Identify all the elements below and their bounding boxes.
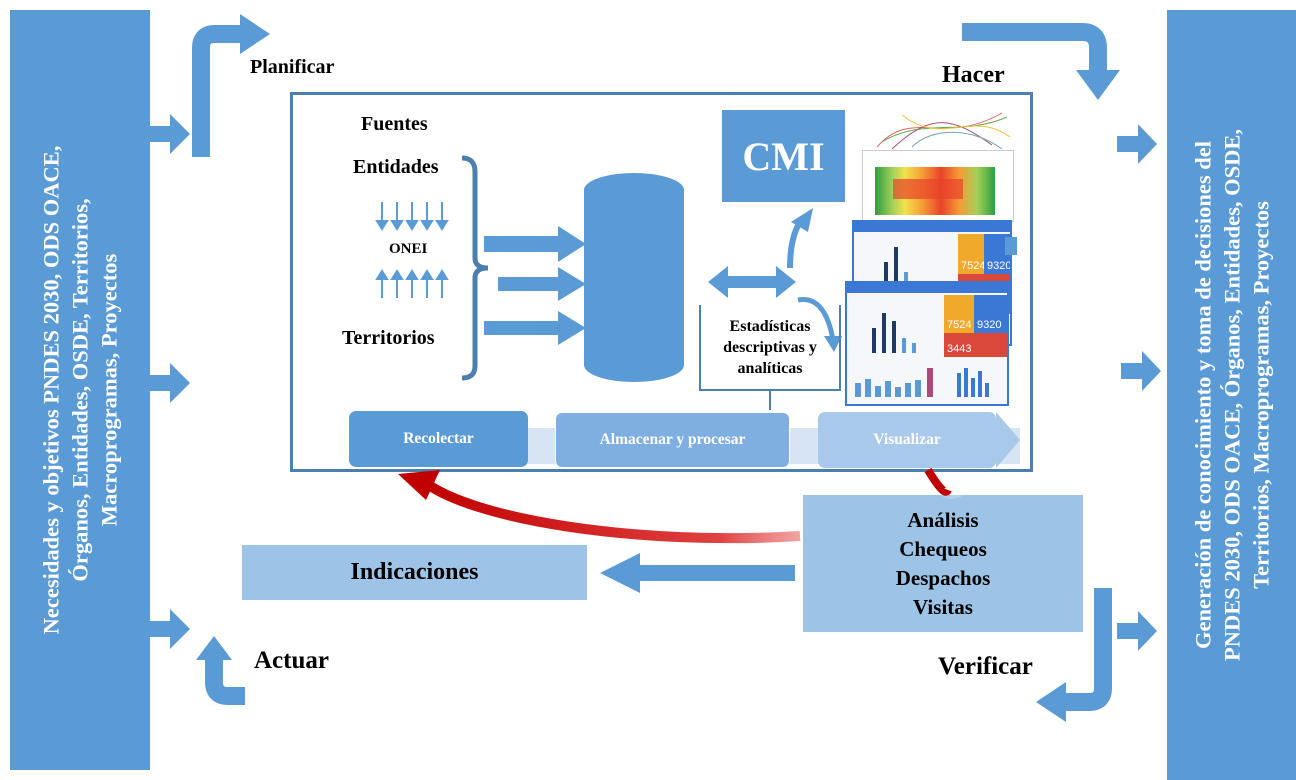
step-visualize: Visualizar xyxy=(818,412,996,468)
kpi-c-front: 3443 xyxy=(947,343,972,355)
act-arrow xyxy=(205,655,245,705)
stats-line-3: analíticas xyxy=(737,360,803,377)
left-panel-text: Necesidades y objetivos PNDES 2030, ODS … xyxy=(37,146,124,635)
plan-arrow xyxy=(192,25,243,157)
check-label: Verificar xyxy=(938,653,1033,680)
territories-label: Territorios xyxy=(342,327,435,349)
network-thumbnail xyxy=(872,107,1012,151)
heatmap-thumbnail xyxy=(862,150,1014,222)
right-panel: Generación de conocimiento y toma de dec… xyxy=(1167,10,1296,780)
stats-line-1: Estadísticas xyxy=(729,318,811,335)
checks-box: Análisis Chequeos Despachos Visitas xyxy=(803,495,1083,632)
kpi-b-front: 9320 xyxy=(977,319,1002,331)
indications-box: Indicaciones xyxy=(242,545,587,600)
check-checks: Chequeos xyxy=(899,536,987,561)
right-panel-line-1: Generación de conocimiento y toma de dec… xyxy=(1190,140,1215,650)
act-label: Actuar xyxy=(254,647,329,674)
left-panel-arrows xyxy=(150,114,190,649)
checks-to-indications-arrow xyxy=(600,553,795,593)
check-visits: Visitas xyxy=(913,594,973,619)
onei-label: ONEI xyxy=(389,241,428,257)
plan-label: Planificar xyxy=(250,56,335,78)
check-analysis: Análisis xyxy=(907,507,979,532)
entities-label: Entidades xyxy=(353,156,439,178)
do-label: Hacer xyxy=(942,62,1005,88)
right-panel-text: Generación de conocimiento y toma de dec… xyxy=(1188,129,1275,661)
check-dispatch: Despachos xyxy=(895,565,991,590)
right-panel-arrows xyxy=(1117,124,1161,651)
left-panel-line-2: Órganos, Entidades, OSDE, Territorios, xyxy=(67,198,93,582)
sources-title: Fuentes xyxy=(361,113,428,135)
left-panel-line-1: Necesidades y objetivos PNDES 2030, ODS … xyxy=(38,145,64,635)
kpi-b-back: 9320 xyxy=(987,260,1012,272)
cmi-box: CMI xyxy=(722,110,845,202)
left-panel: Necesidades y objetivos PNDES 2030, ODS … xyxy=(10,10,150,770)
dashboard-thumbnail-front: 7524 9320 3443 xyxy=(845,281,1009,406)
kpi-a-front: 7524 xyxy=(947,319,972,331)
right-panel-line-2: PNDES 2030, ODS OACE, Órganos, Entidades… xyxy=(1219,129,1244,661)
step-collect: Recolectar xyxy=(349,411,528,467)
left-panel-line-3: Macroprogramas, Proyectos xyxy=(96,253,122,527)
indications-label: Indicaciones xyxy=(350,559,479,585)
stats-line-2: descriptivas y xyxy=(723,339,817,356)
right-panel-line-3: Territorios, Macroprogramas, Proyectos xyxy=(1248,201,1273,589)
step-store: Almacenar y procesar xyxy=(555,412,790,468)
kpi-a-back: 7524 xyxy=(961,260,986,272)
stats-label: Estadísticas descriptivas y analíticas xyxy=(700,316,840,379)
